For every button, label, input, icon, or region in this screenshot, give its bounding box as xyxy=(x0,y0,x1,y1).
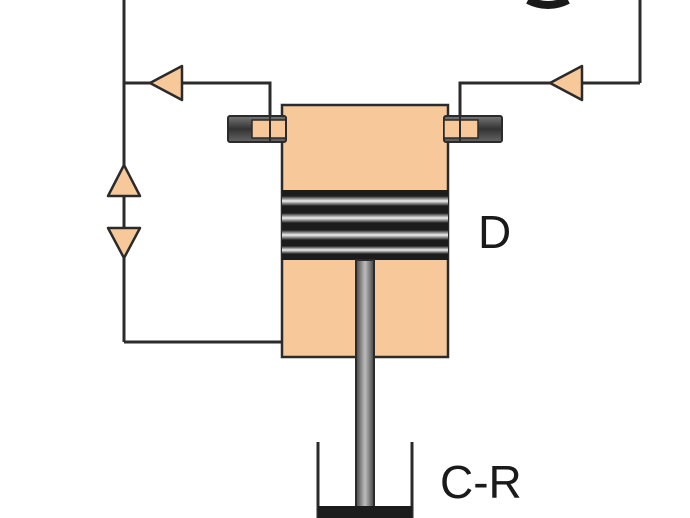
arrow-down-icon xyxy=(106,226,142,260)
top-right-line xyxy=(458,81,640,116)
arrow-up-icon xyxy=(106,163,142,198)
left-port xyxy=(227,115,287,143)
piston-rod xyxy=(355,259,375,518)
ring-2 xyxy=(282,213,448,223)
arrow-left-icon xyxy=(548,64,584,102)
top-left-line xyxy=(124,81,272,116)
damper-label: C-R xyxy=(440,456,522,508)
right-port xyxy=(443,115,503,143)
cylinder-label: D xyxy=(478,206,511,258)
damper-piston xyxy=(318,506,412,518)
arrow-left-icon xyxy=(148,64,184,102)
ring-4 xyxy=(282,246,448,254)
piston-rings xyxy=(282,190,448,260)
damper-cup xyxy=(316,442,414,518)
ring-3 xyxy=(282,230,448,240)
partial-top-shape xyxy=(526,0,570,9)
ring-1 xyxy=(282,196,448,206)
arrows xyxy=(106,64,584,260)
